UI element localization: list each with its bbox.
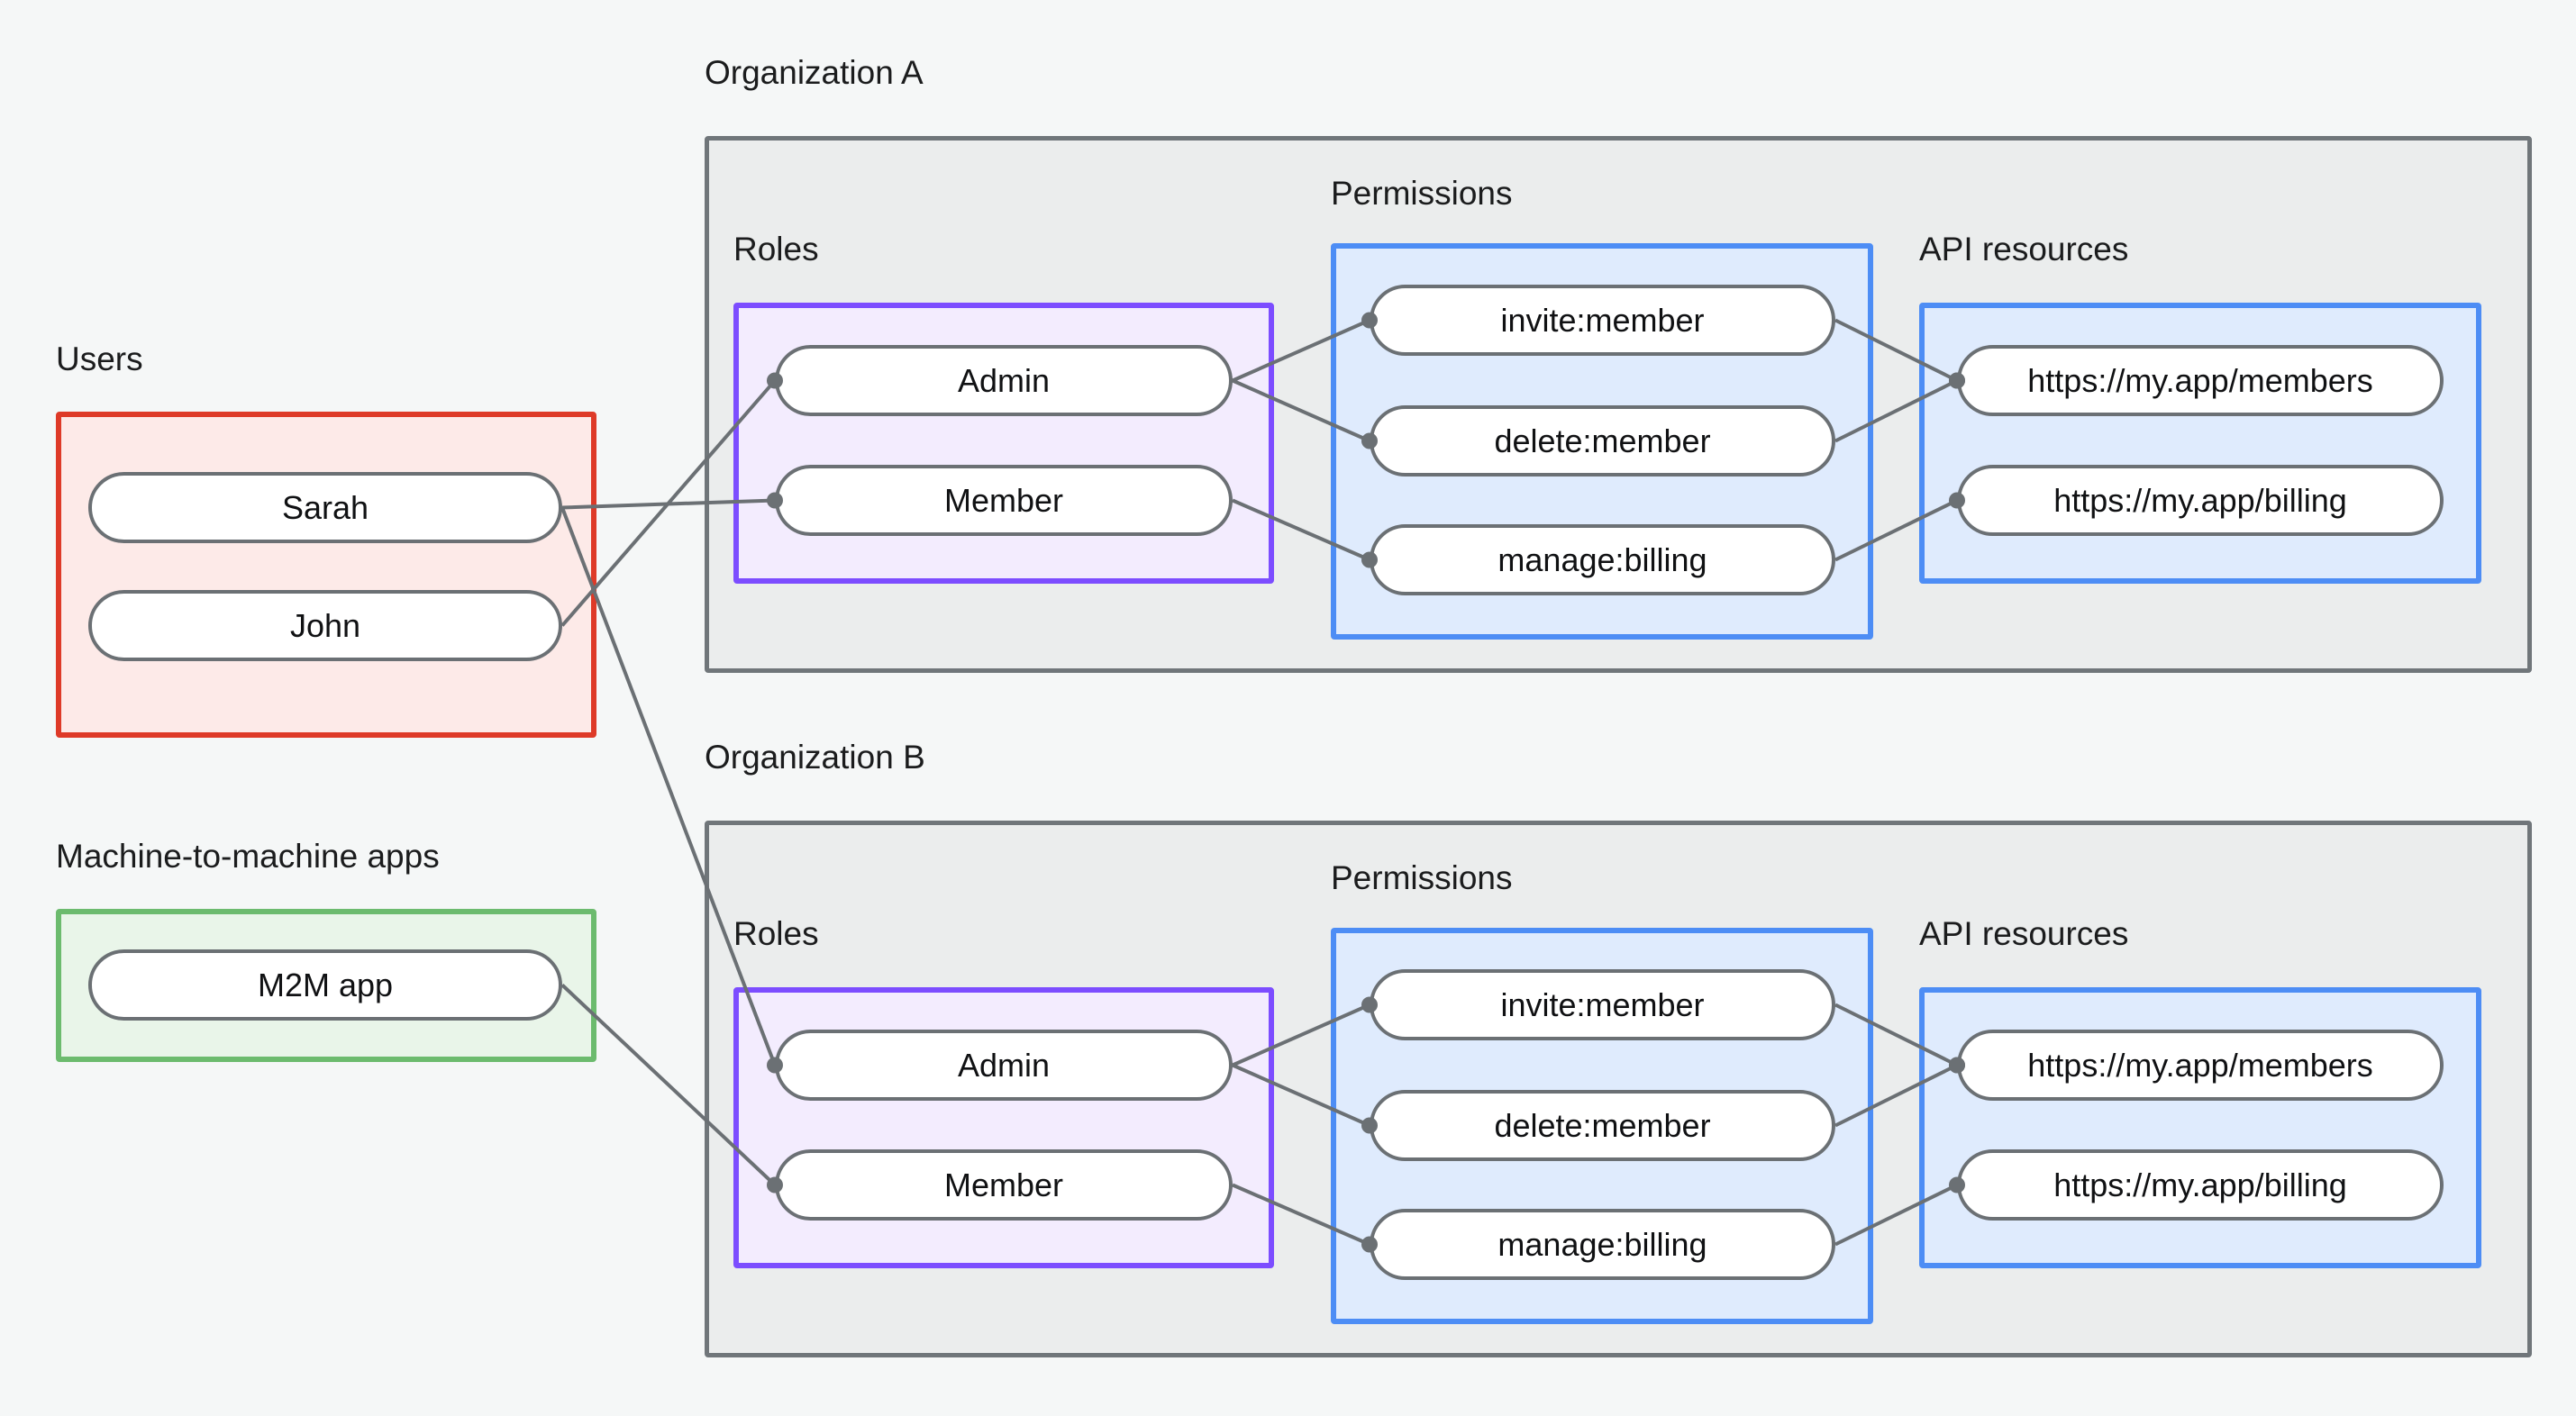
org-a-roles-label: Roles <box>733 231 819 268</box>
org-b-api-label: API resources <box>1919 915 2129 952</box>
role-node-member-org-b[interactable]: Member <box>775 1149 1233 1221</box>
user-node-john[interactable]: John <box>88 590 562 661</box>
users-container <box>56 412 596 738</box>
org-b-roles-label: Roles <box>733 915 819 952</box>
api-resource-node-members-org-a[interactable]: https://my.app/members <box>1957 345 2444 416</box>
m2m-title: Machine-to-machine apps <box>56 838 440 875</box>
org-a-permissions-label: Permissions <box>1331 175 1513 212</box>
role-node-admin-org-a[interactable]: Admin <box>775 345 1233 416</box>
users-title: Users <box>56 340 143 377</box>
permission-node-invite-member-org-a[interactable]: invite:member <box>1370 285 1835 356</box>
org-b-title: Organization B <box>705 739 925 776</box>
api-resource-node-members-org-b[interactable]: https://my.app/members <box>1957 1030 2444 1101</box>
permission-node-manage-billing-org-b[interactable]: manage:billing <box>1370 1209 1835 1280</box>
user-node-sarah[interactable]: Sarah <box>88 472 562 543</box>
org-a-api-label: API resources <box>1919 231 2129 268</box>
api-resource-node-billing-org-a[interactable]: https://my.app/billing <box>1957 465 2444 536</box>
m2m-app-node[interactable]: M2M app <box>88 949 562 1021</box>
permission-node-delete-member-org-b[interactable]: delete:member <box>1370 1090 1835 1161</box>
permission-node-manage-billing-org-a[interactable]: manage:billing <box>1370 524 1835 595</box>
permission-node-invite-member-org-b[interactable]: invite:member <box>1370 969 1835 1040</box>
org-a-title: Organization A <box>705 54 924 91</box>
role-node-member-org-a[interactable]: Member <box>775 465 1233 536</box>
role-node-admin-org-b[interactable]: Admin <box>775 1030 1233 1101</box>
permission-node-delete-member-org-a[interactable]: delete:member <box>1370 405 1835 477</box>
org-b-permissions-label: Permissions <box>1331 859 1513 896</box>
api-resource-node-billing-org-b[interactable]: https://my.app/billing <box>1957 1149 2444 1221</box>
